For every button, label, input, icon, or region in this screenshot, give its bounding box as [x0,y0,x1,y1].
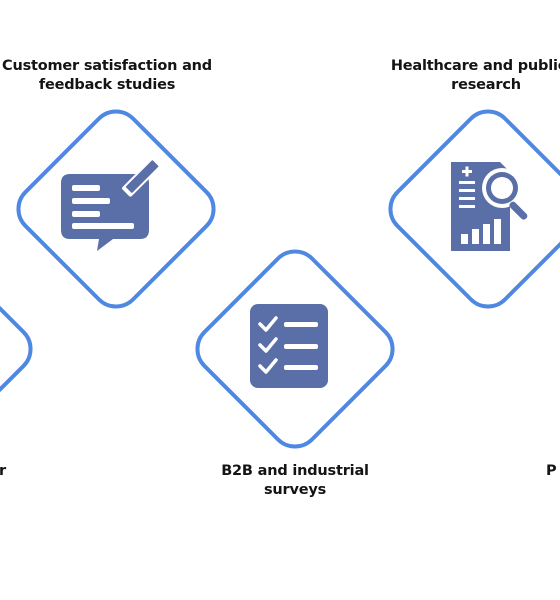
label-b2b: B2B and industrial surveys [210,462,380,500]
checklist-icon [250,304,328,388]
diamond-outline [0,249,33,449]
label-line: Customer satisfaction and [2,58,212,74]
label-line: B2B and industrial [221,463,369,479]
label-line: Healthcare and public p [390,58,560,74]
label-left-partial: r [0,462,6,481]
diamond-left-partial [0,249,33,449]
label-line: feedback studies [38,77,176,93]
label-line: r [0,463,6,479]
label-line: surveys [263,482,327,498]
report-analysis-icon [451,162,528,251]
feedback-chat-icon [61,157,161,251]
label-line: P [546,463,557,479]
label-line: research [451,77,521,93]
label-healthcare: Healthcare and public p research [372,57,560,95]
label-customer-satisfaction: Customer satisfaction and feedback studi… [0,57,214,95]
label-right-partial: P [546,462,560,481]
